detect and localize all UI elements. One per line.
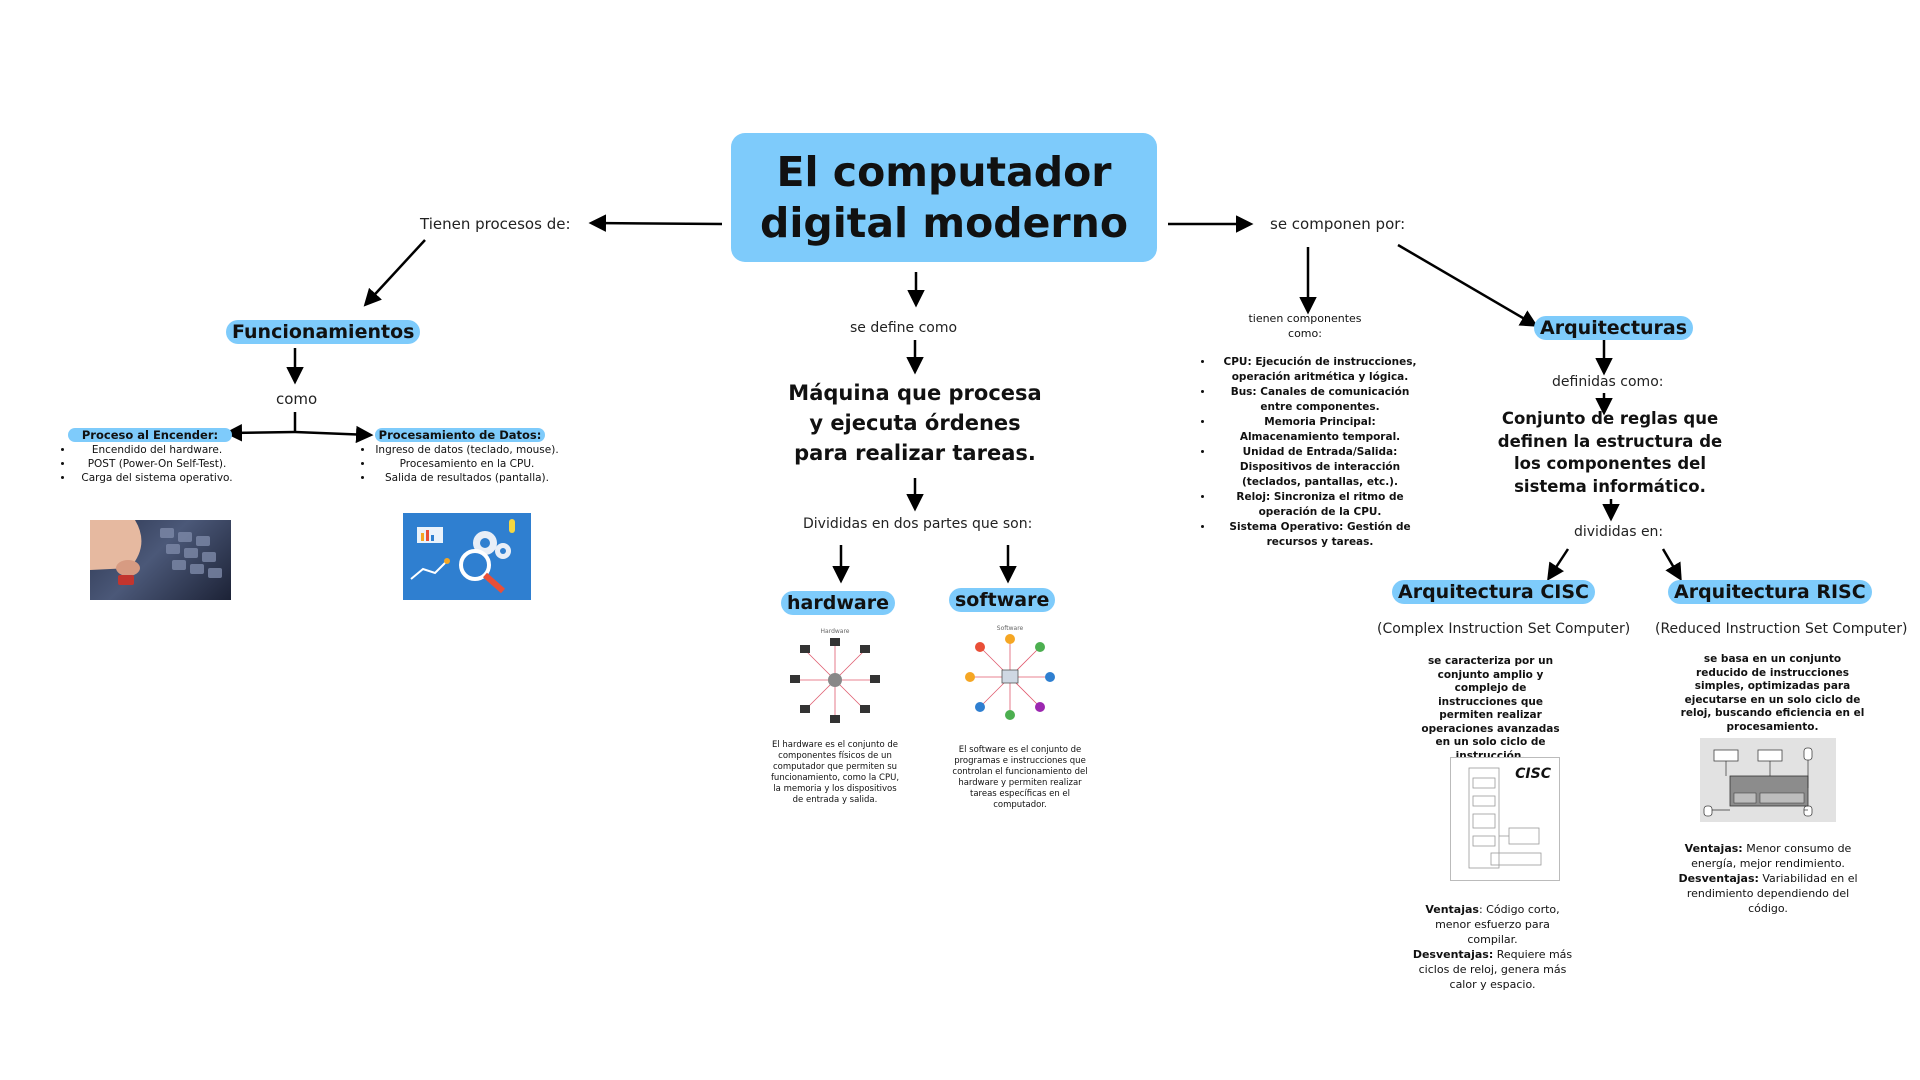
connector-define: se define como (850, 320, 958, 336)
arrow-to-cisc (1547, 548, 1570, 581)
components-intro: tienen componentes como: (1248, 312, 1362, 340)
node-cisc: Arquitectura CISC (1392, 580, 1596, 604)
hardware-description: El hardware es el conjunto de componente… (770, 740, 900, 805)
components-list: CPU: Ejecución de instrucciones, operaci… (1200, 355, 1426, 550)
connector-procesos: Tienen procesos de: (420, 215, 571, 233)
software-illustration: Software (960, 625, 1060, 726)
arrow-title-left (588, 214, 723, 232)
data-processing-illustration (403, 513, 531, 600)
list-item: Carga del sistema operativo. (74, 471, 240, 485)
list-item: Memoria Principal: Almacenamiento tempor… (1214, 415, 1426, 445)
list-item: CPU: Ejecución de instrucciones, operaci… (1214, 355, 1426, 385)
cisc-pros-cons: Ventajas: Código corto, menor esfuerzo p… (1412, 903, 1573, 991)
list-item: Unidad de Entrada/Salida: Dispositivos d… (1214, 445, 1426, 490)
connector-divididas: divididas en: (1574, 524, 1664, 540)
software-description: El software es el conjunto de programas … (952, 745, 1088, 810)
list-item: Procesamiento en la CPU. (374, 457, 560, 471)
encender-title: Proceso al Encender: (67, 428, 233, 442)
cisc-description: se caracteriza por un conjunto amplio y … (1421, 655, 1560, 762)
connector-como: como (276, 390, 318, 408)
arrow-left-funcionamientos (363, 239, 426, 307)
connector-definidas: definidas como: (1552, 374, 1664, 390)
encender-list: Encendido del hardware. POST (Power-On S… (60, 443, 240, 485)
cisc-subtitle: (Complex Instruction Set Computer) (1377, 621, 1631, 637)
arrow-to-risc (1661, 548, 1682, 582)
list-item: Salida de resultados (pantalla). (374, 471, 560, 485)
list-item: Reloj: Sincroniza el ritmo de operación … (1214, 490, 1426, 520)
list-item: Ingreso de datos (teclado, mouse). (374, 443, 560, 457)
node-arquitecturas: Arquitecturas (1534, 316, 1694, 340)
arrow-to-datos (294, 425, 374, 444)
main-title: El computador digital moderno (731, 133, 1157, 262)
list-item: Encendido del hardware. (74, 443, 240, 457)
list-item: POST (Power-On Self-Test). (74, 457, 240, 471)
connector-parts: Divididas en dos partes que son: (803, 516, 1033, 532)
cisc-diagram: CISC (1450, 757, 1560, 881)
connector-componen: se componen por: (1270, 215, 1406, 233)
node-software: software (949, 588, 1056, 612)
risc-diagram (1700, 738, 1836, 822)
datos-list: Ingreso de datos (teclado, mouse). Proce… (360, 443, 560, 485)
arrow-to-arquitecturas (1397, 243, 1539, 327)
power-button-photo (90, 520, 231, 600)
list-item: Bus: Canales de comunicación entre compo… (1214, 385, 1426, 415)
arch-definition: Conjunto de reglas que definen la estruc… (1497, 409, 1723, 496)
risc-description: se basa en un conjunto reducido de instr… (1680, 653, 1865, 733)
node-funcionamientos: Funcionamientos (226, 320, 421, 344)
datos-title: Procesamiento de Datos: (374, 428, 546, 442)
node-hardware: hardware (781, 591, 895, 615)
datos-box: Procesamiento de Datos: Ingreso de datos… (360, 424, 560, 485)
definition-text: Máquina que procesa y ejecuta órdenes pa… (788, 381, 1042, 465)
encender-box: Proceso al Encender: Encendido del hardw… (60, 424, 240, 485)
node-risc: Arquitectura RISC (1668, 580, 1872, 604)
list-item: Sistema Operativo: Gestión de recursos y… (1214, 520, 1426, 550)
risc-subtitle: (Reduced Instruction Set Computer) (1655, 621, 1908, 637)
hardware-illustration: Hardware (785, 628, 885, 729)
risc-pros-cons: Ventajas: Menor consumo de energía, mejo… (1678, 842, 1858, 915)
